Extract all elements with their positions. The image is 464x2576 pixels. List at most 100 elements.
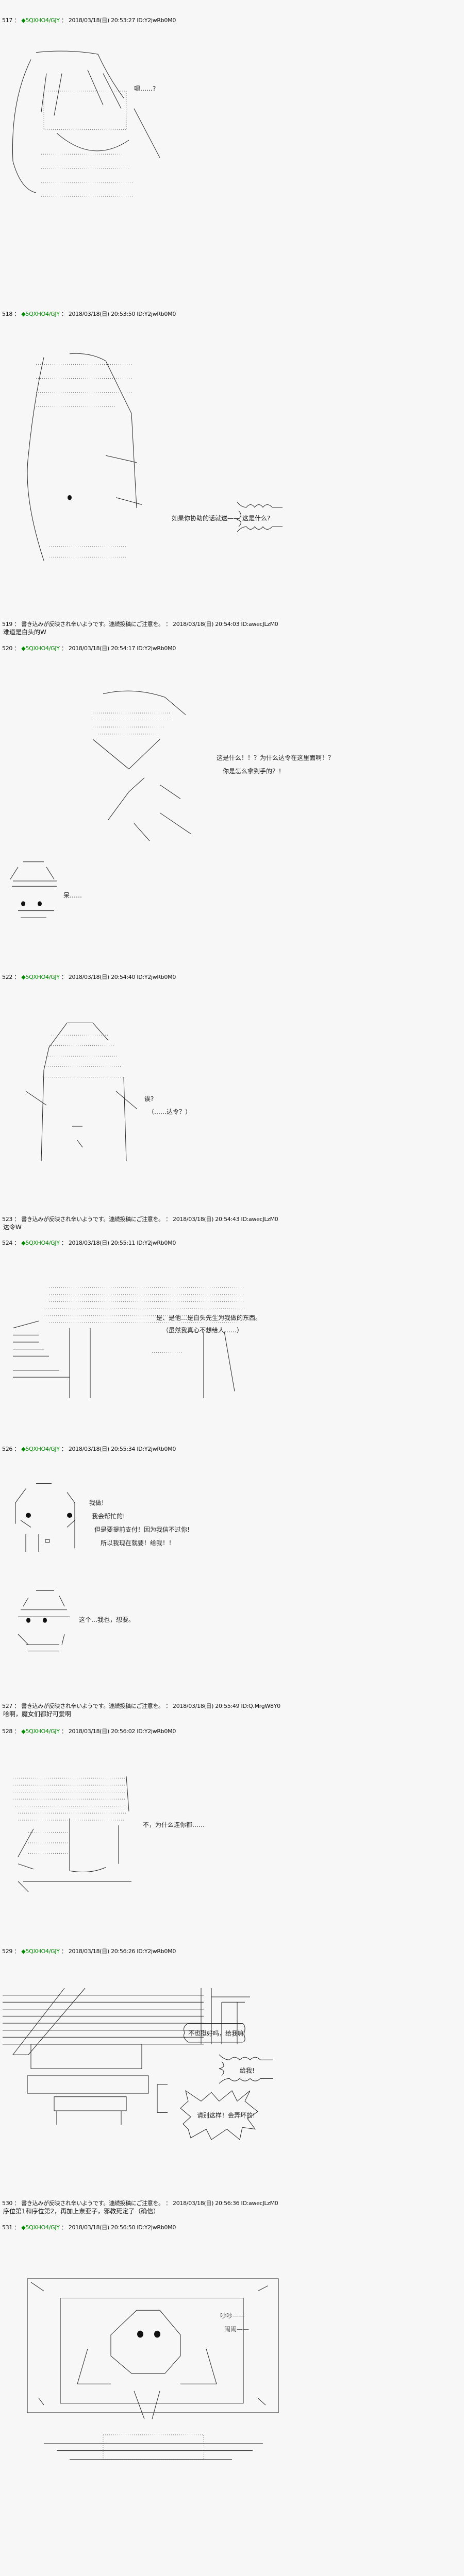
separator: ： [14,1948,20,1955]
post-body: 难道是白头的W [3,629,46,636]
dialogue-line: 闹闹—— [224,2326,250,2333]
dialogue-line: 请别这样！会弄坏的! [197,2112,255,2119]
ascii-art-girl-long-hair [13,350,147,564]
ascii-art-girl-hooded [21,1021,139,1161]
post-datetime: 2018/03/18(日) 20:56:26 [68,1948,136,1955]
post-body: 序位第1和序位第2，再加上奈亚子，邪教死定了（确信） [3,2208,160,2215]
ascii-art-girl-embarrassed [8,1286,245,1398]
poster-name: ◆5QXHO4/GJY [21,1446,60,1452]
post-datetime: 2018/03/18(日) 20:55:49 [173,1703,240,1709]
ascii-art-girl-shouting [88,687,211,841]
separator: ： [14,17,20,24]
poster-name: 書き込みが反映され辛いようです。連続投稿にご注意を。 [21,1703,164,1709]
poster-name: ◆5QXHO4/GJY [21,2224,60,2231]
separator: ： [14,974,20,980]
dialogue-line: 这个…我也，想要。 [79,1616,135,1623]
separator: ： [14,311,20,317]
post-header: 530 ： 書き込みが反映され辛いようです。連続投稿にご注意を。 ： 2018/… [2,2199,278,2207]
post-datetime: 2018/03/18(日) 20:54:43 [173,1216,240,1223]
poster-name: ◆5QXHO4/GJY [21,974,60,980]
poster-name: ◆5QXHO4/GJY [21,645,60,652]
post-number[interactable]: 520 [2,645,13,652]
separator: ： [61,2224,67,2231]
post-number[interactable]: 531 [2,2224,13,2231]
ascii-art-girl-surprised [8,1776,134,1892]
poster-name: ◆5QXHO4/GJY [21,1948,60,1955]
dialogue-line: 如果你协助的话就送—— [172,515,240,522]
post-datetime: 2018/03/18(日) 20:53:27 [68,17,136,24]
ascii-art-witch-with-hat [5,49,170,214]
post-number[interactable]: 524 [2,1240,13,1246]
poster-id[interactable]: ID:Y2jwRb0M0 [137,645,176,652]
dialogue-line: 不，为什么连你都…… [143,1821,205,1828]
poster-name: 書き込みが反映され辛いようです。連続投稿にご注意を。 [21,2200,164,2207]
separator: ： [165,2200,171,2207]
poster-id[interactable]: ID:awecJLzM0 [241,621,278,628]
poster-id[interactable]: ID:Y2jwRb0M0 [137,311,176,317]
separator: ： [61,974,67,980]
poster-id[interactable]: ID:awecJLzM0 [241,2200,278,2207]
post-number[interactable]: 527 [2,1703,13,1709]
post-header: 520 ： ◆5QXHO4/GJY ： 2018/03/18(日) 20:54:… [2,644,176,652]
poster-id[interactable]: ID:Q.MrgW8Y0 [241,1703,281,1709]
dialogue-line: 嗯……? [134,85,156,92]
dialogue-line: 但是要提前支付！因为我信不过你! [94,1526,190,1533]
poster-name: 書き込みが反映され辛いようです。連続投稿にご注意を。 [21,621,164,628]
poster-name: ◆5QXHO4/GJY [21,1728,60,1735]
poster-name: ◆5QXHO4/GJY [21,17,60,24]
post-number[interactable]: 530 [2,2200,13,2207]
separator: ： [61,1728,67,1735]
poster-id[interactable]: ID:Y2jwRb0M0 [137,1948,176,1955]
post-body: 达令W [3,1224,22,1231]
poster-id[interactable]: ID:Y2jwRb0M0 [137,17,176,24]
post-header: 523 ： 書き込みが反映され辛いようです。連続投稿にご注意を。 ： 2018/… [2,1215,278,1223]
speech-bubble [182,2023,246,2043]
post-header: 517 ： ◆5QXHO4/GJY ： 2018/03/18(日) 20:53:… [2,16,176,24]
separator: ： [61,1446,67,1452]
dialogue-line: 不也挺好吗，给我嘛 [188,2030,244,2037]
post-number[interactable]: 518 [2,311,13,317]
post-datetime: 2018/03/18(日) 20:53:50 [68,311,136,317]
separator: ： [61,1240,67,1246]
post-number[interactable]: 517 [2,17,13,24]
post-datetime: 2018/03/18(日) 20:55:11 [68,1240,136,1246]
separator: ： [14,1240,20,1246]
post-number[interactable]: 528 [2,1728,13,1735]
separator: ： [14,621,20,628]
poster-name: 書き込みが反映され辛いようです。連続投稿にご注意を。 [21,1216,164,1223]
ascii-art-tv-with-muscle-creature [26,2279,284,2461]
separator: ： [165,621,171,628]
separator: ： [14,1728,20,1735]
post-datetime: 2018/03/18(日) 20:56:50 [68,2224,136,2231]
separator: ： [14,1446,20,1452]
dialogue-line: 所以我现在就要！给我！！ [101,1539,175,1547]
poster-id[interactable]: ID:Y2jwRb0M0 [137,1240,176,1246]
poster-id[interactable]: ID:awecJLzM0 [241,1216,278,1223]
poster-id[interactable]: ID:Y2jwRb0M0 [137,2224,176,2231]
post-body: 哈啊，魔女们都好可爱啊 [3,1710,72,1718]
ascii-art-chibi-girl [10,1482,82,1552]
post-header: 531 ： ◆5QXHO4/GJY ： 2018/03/18(日) 20:56:… [2,2223,176,2231]
post-datetime: 2018/03/18(日) 20:55:34 [68,1446,136,1452]
post-number[interactable]: 529 [2,1948,13,1955]
post-datetime: 2018/03/18(日) 20:54:03 [173,621,240,628]
post-number[interactable]: 522 [2,974,13,980]
poster-id[interactable]: ID:Y2jwRb0M0 [137,974,176,980]
post-datetime: 2018/03/18(日) 20:54:17 [68,645,136,652]
post-datetime: 2018/03/18(日) 20:56:02 [68,1728,136,1735]
post-header: 519 ： 書き込みが反映され辛いようです。連続投稿にご注意を。 ： 2018/… [2,620,278,628]
dialogue-line: 我做! [89,1499,104,1506]
poster-id[interactable]: ID:Y2jwRb0M0 [137,1728,176,1735]
post-datetime: 2018/03/18(日) 20:54:40 [68,974,136,980]
dialogue-line: 这是什么！！？为什么达令在这里面啊！？ [217,754,335,761]
separator: ： [165,1703,171,1709]
post-number[interactable]: 526 [2,1446,13,1452]
ascii-art-chibi-girl [8,1589,70,1652]
post-number[interactable]: 519 [2,621,13,628]
separator: ： [61,17,67,24]
separator: ： [14,1703,20,1709]
separator: ： [14,1216,20,1223]
ascii-art-chibi-girl [8,858,59,921]
post-number[interactable]: 523 [2,1216,13,1223]
poster-id[interactable]: ID:Y2jwRb0M0 [137,1446,176,1452]
